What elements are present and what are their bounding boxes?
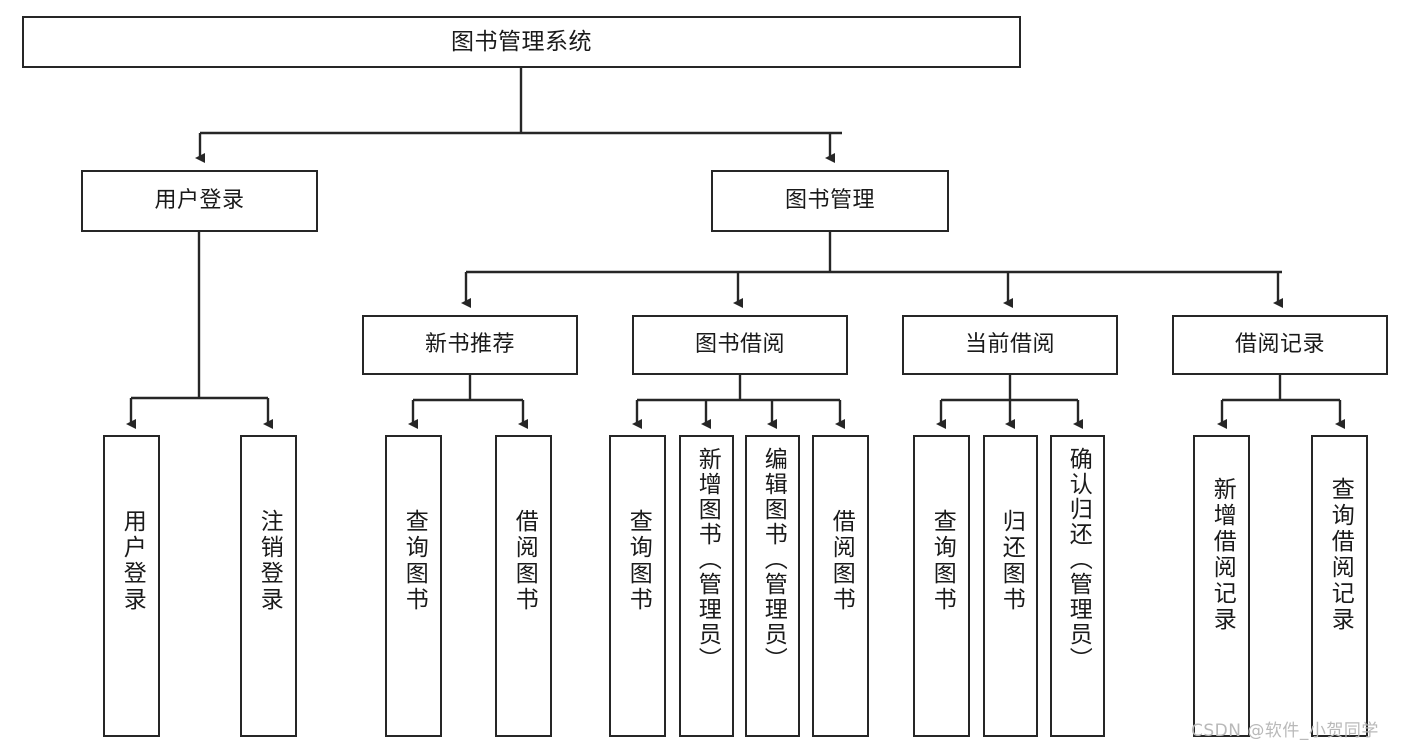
leaf-query-record[interactable]: 查询借阅记录	[1311, 435, 1368, 737]
leaf-add-record-label: 新增借阅记录	[1209, 477, 1236, 633]
leaf-user-logout[interactable]: 注销登录	[240, 435, 297, 737]
leaf-query-book-1[interactable]: 查询图书	[385, 435, 442, 737]
leaf-add-book[interactable]: 新增图书（管理员）	[679, 435, 734, 737]
leaf-edit-book[interactable]: 编辑图书（管理员）	[745, 435, 800, 737]
node-borrow-record-label: 借阅记录	[1234, 332, 1325, 358]
node-borrow-record[interactable]: 借阅记录	[1172, 315, 1388, 375]
leaf-return-book[interactable]: 归还图书	[983, 435, 1038, 737]
node-new-book-recommend[interactable]: 新书推荐	[362, 315, 578, 375]
node-book-manage-label: 图书管理	[784, 188, 875, 214]
csdn-watermark: CSDN @软件_小贺同学	[1191, 721, 1379, 741]
leaf-return-book-label: 归还图书	[998, 509, 1025, 613]
leaf-query-book-2-label: 查询图书	[625, 509, 652, 613]
leaf-user-login[interactable]: 用户登录	[103, 435, 160, 737]
node-book-borrow-label: 图书借阅	[694, 332, 785, 358]
node-user-login-label: 用户登录	[154, 188, 245, 214]
leaf-query-book-3-label: 查询图书	[929, 509, 956, 613]
leaf-user-logout-label: 注销登录	[256, 509, 283, 613]
leaf-borrow-book-1[interactable]: 借阅图书	[495, 435, 552, 737]
leaf-add-book-label: 新增图书（管理员）	[694, 447, 721, 672]
leaf-confirm-return-label: 确认归还（管理员）	[1065, 447, 1092, 672]
leaf-query-record-label: 查询借阅记录	[1327, 477, 1354, 633]
node-book-manage[interactable]: 图书管理	[711, 170, 949, 232]
node-root[interactable]: 图书管理系统	[22, 16, 1021, 68]
node-user-login[interactable]: 用户登录	[81, 170, 318, 232]
leaf-borrow-book-1-label: 借阅图书	[511, 509, 538, 613]
leaf-query-book-1-label: 查询图书	[401, 509, 428, 613]
leaf-add-record[interactable]: 新增借阅记录	[1193, 435, 1250, 737]
leaf-query-book-2[interactable]: 查询图书	[609, 435, 666, 737]
leaf-borrow-book-2-label: 借阅图书	[828, 509, 855, 613]
node-current-borrow-label: 当前借阅	[964, 332, 1055, 358]
node-book-borrow[interactable]: 图书借阅	[632, 315, 848, 375]
leaf-confirm-return[interactable]: 确认归还（管理员）	[1050, 435, 1105, 737]
node-current-borrow[interactable]: 当前借阅	[902, 315, 1118, 375]
leaf-borrow-book-2[interactable]: 借阅图书	[812, 435, 869, 737]
node-new-book-recommend-label: 新书推荐	[424, 332, 515, 358]
leaf-query-book-3[interactable]: 查询图书	[913, 435, 970, 737]
leaf-edit-book-label: 编辑图书（管理员）	[760, 447, 787, 672]
node-root-label: 图书管理系统	[451, 28, 592, 55]
leaf-user-login-label: 用户登录	[119, 509, 146, 613]
